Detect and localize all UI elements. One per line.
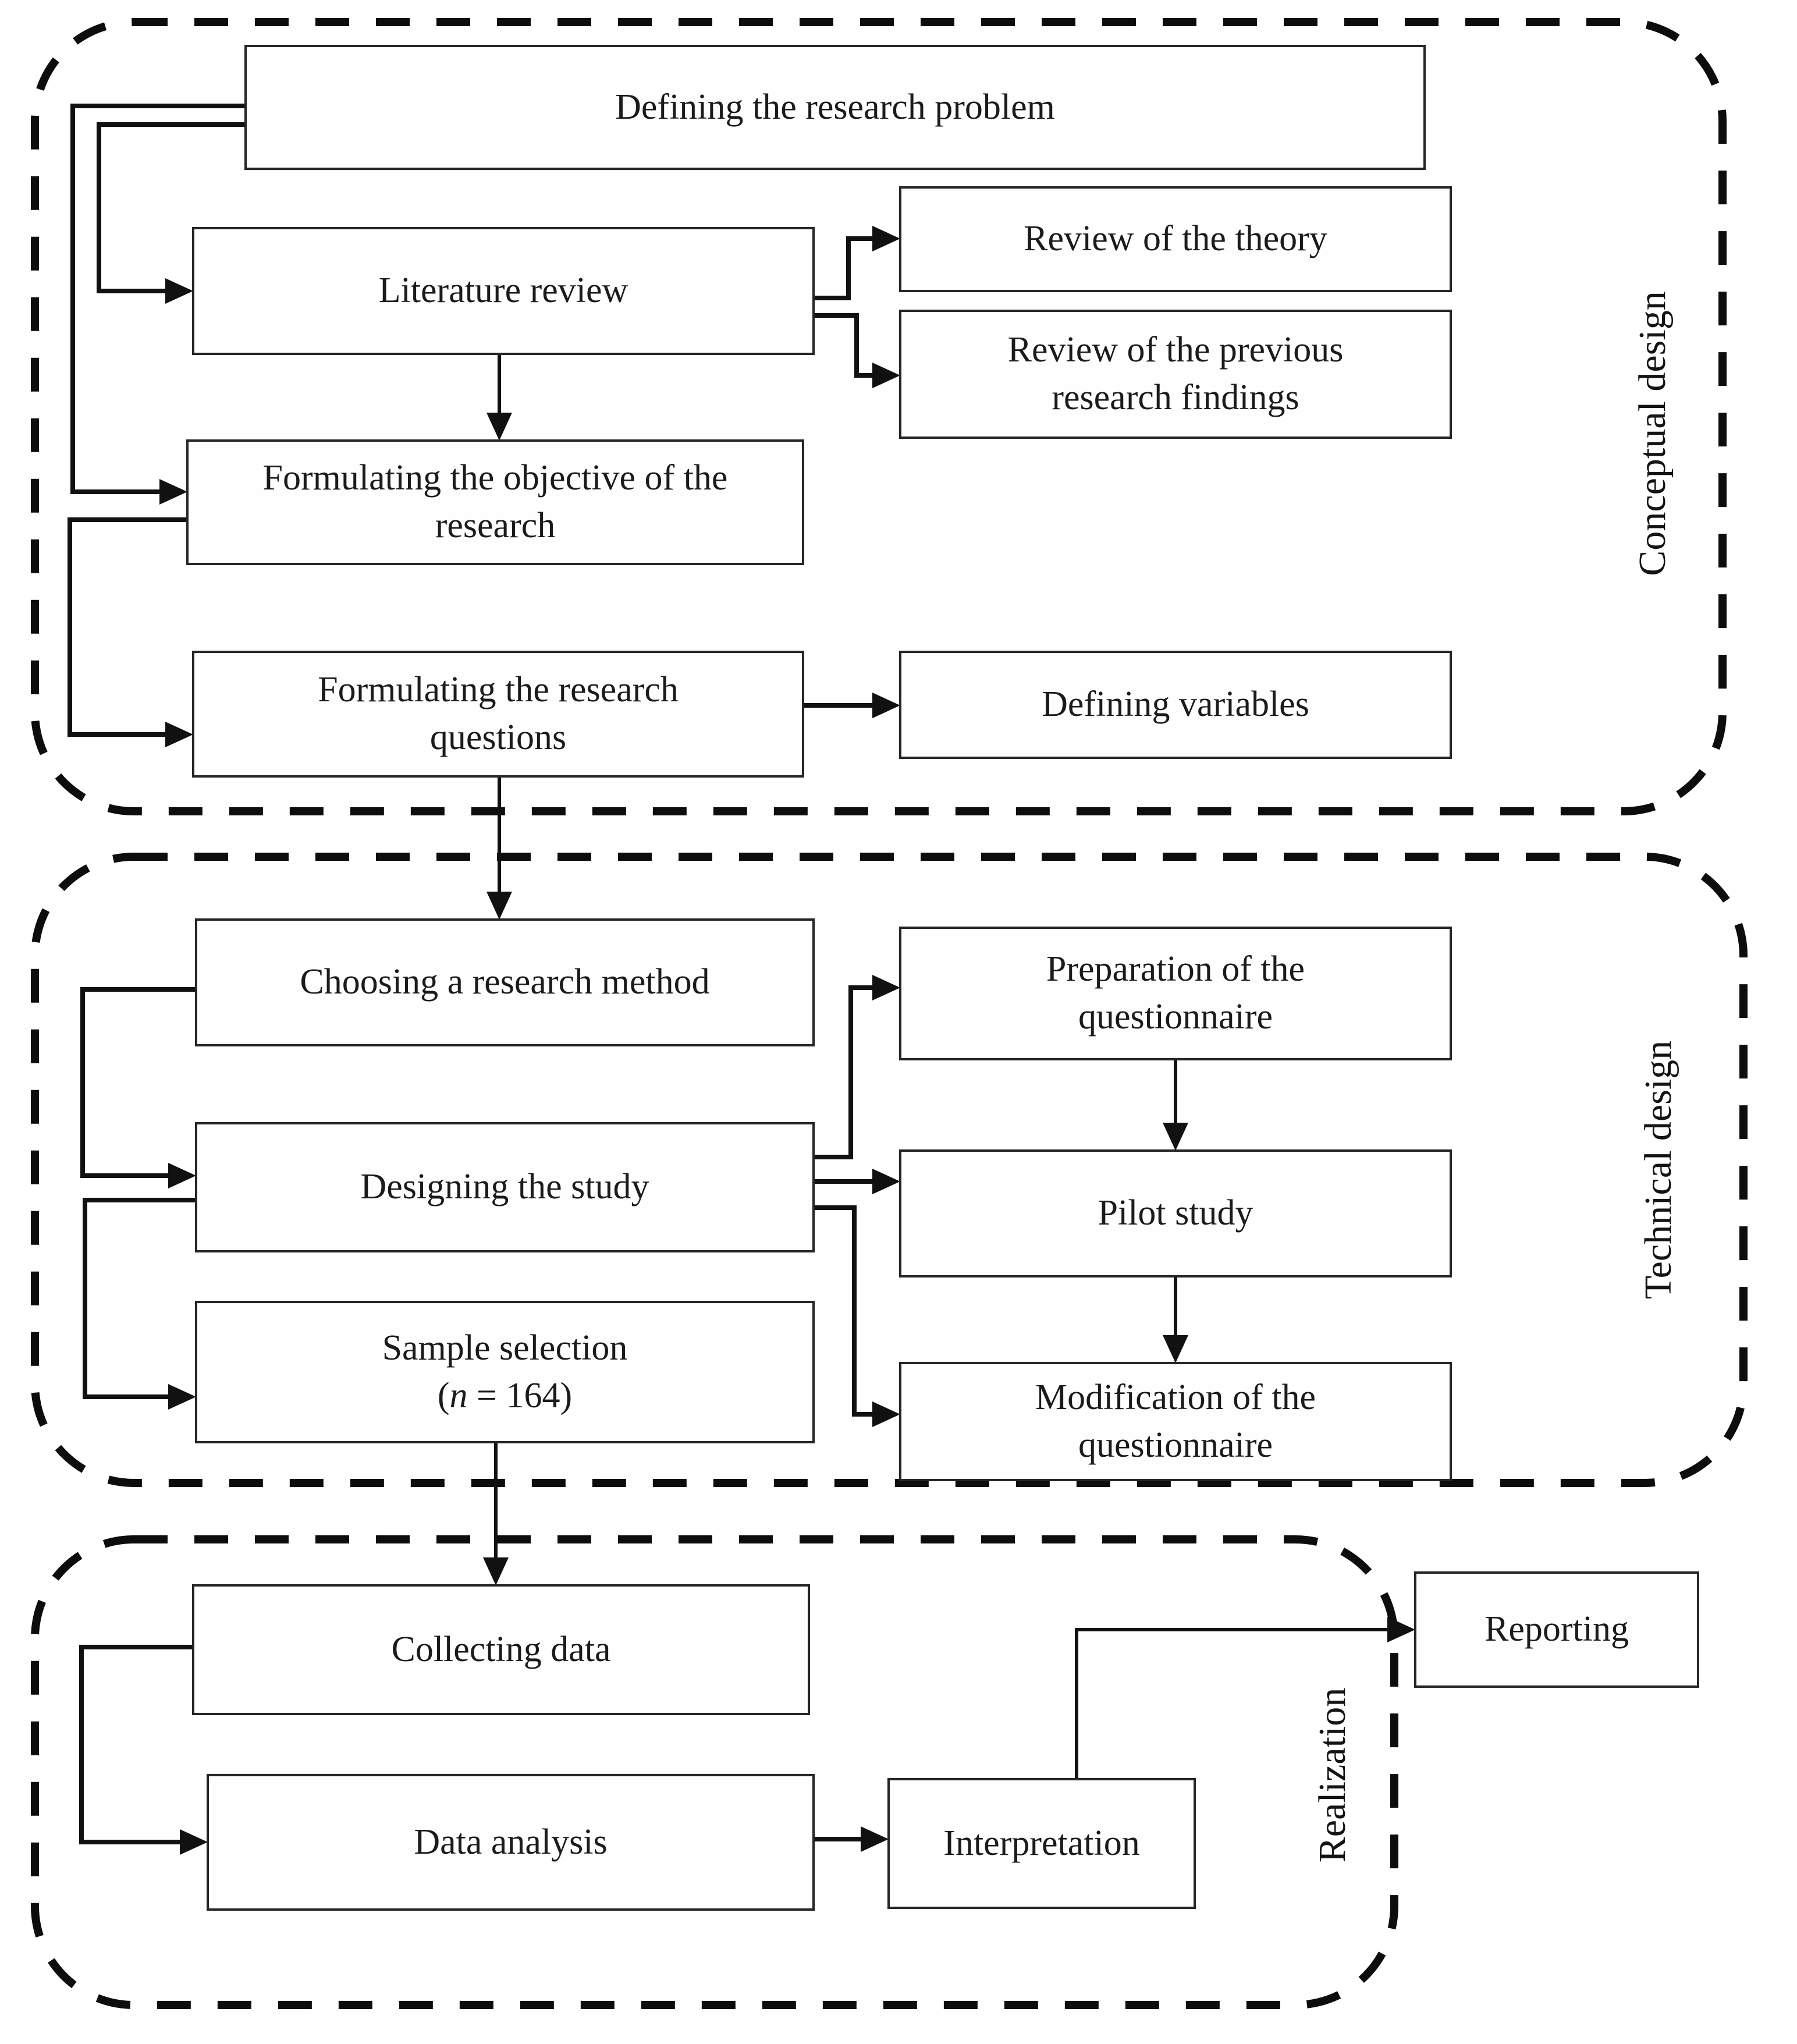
connector-designing-to-preparation [815, 975, 900, 1159]
sample-selection-line1: Sample selection [382, 1328, 628, 1368]
connector-choosing-to-designing [80, 987, 196, 1188]
box-defining-research-problem: Defining the research problem [244, 45, 1426, 170]
connector-defining-to-objective [70, 104, 244, 505]
section-label-conceptual-design: Conceptual design [1631, 291, 1674, 576]
box-review-of-theory-label: Review of the theory [1024, 219, 1327, 259]
box-modification-questionnaire-label: Modification of the questionnaire [1035, 1377, 1316, 1465]
box-pilot-study-label: Pilot study [1098, 1193, 1253, 1233]
box-review-previous-findings-label: Review of the previous research findings [1007, 330, 1344, 417]
box-collecting-data: Collecting data [192, 1584, 810, 1715]
connector-interpretation-to-reporting [1075, 1617, 1415, 1778]
box-formulating-objective: Formulating the objective of the researc… [186, 439, 804, 565]
box-defining-variables: Defining variables [899, 651, 1452, 759]
connector-designing-to-modification [815, 1205, 900, 1427]
technical-design-container [31, 853, 1748, 1487]
box-data-analysis: Data analysis [207, 1774, 815, 1911]
box-literature-review-label: Literature review [378, 271, 628, 311]
box-data-analysis-label: Data analysis [414, 1822, 608, 1862]
box-review-of-theory: Review of the theory [899, 186, 1452, 292]
realization-container [31, 1535, 1398, 2009]
box-defining-variables-label: Defining variables [1042, 684, 1309, 725]
box-preparation-questionnaire: Preparation of the questionnaire [899, 927, 1452, 1060]
box-choosing-research-method-label: Choosing a research method [300, 962, 710, 1002]
box-defining-research-problem-label: Defining the research problem [615, 87, 1055, 127]
section-label-realization: Realization [1311, 1687, 1354, 1863]
conceptual-design-container [31, 18, 1727, 815]
box-designing-study-label: Designing the study [360, 1167, 649, 1207]
sample-selection-line2: (n = 164) [382, 1372, 628, 1420]
box-review-previous-findings: Review of the previous research findings [899, 310, 1452, 439]
box-choosing-research-method: Choosing a research method [195, 918, 815, 1046]
connector-designing-to-sample [83, 1198, 196, 1410]
box-collecting-data-label: Collecting data [391, 1629, 611, 1669]
box-formulating-questions-label: Formulating the research questions [318, 670, 679, 757]
sample-n-italic: n [449, 1375, 468, 1415]
box-sample-selection-label: Sample selection (n = 164) [382, 1277, 628, 1467]
section-label-technical-design: Technical design [1637, 1040, 1679, 1300]
box-preparation-questionnaire-label: Preparation of the questionnaire [1046, 949, 1305, 1037]
box-designing-study: Designing the study [195, 1122, 815, 1252]
box-formulating-questions: Formulating the research questions [192, 651, 804, 778]
sample-value: = 164) [467, 1375, 573, 1415]
connector-objective-to-questions [68, 517, 193, 747]
box-interpretation: Interpretation [887, 1778, 1196, 1909]
box-literature-review: Literature review [192, 227, 815, 355]
connector-defining-to-literature [97, 122, 244, 304]
box-reporting: Reporting [1414, 1571, 1699, 1688]
connector-literature-to-theory-review [815, 226, 900, 300]
box-formulating-objective-label: Formulating the objective of the researc… [262, 458, 728, 545]
box-interpretation-label: Interpretation [943, 1823, 1140, 1863]
connector-collecting-to-data-analysis [79, 1645, 208, 1855]
connector-literature-to-previous-findings [815, 313, 900, 388]
box-pilot-study: Pilot study [899, 1149, 1452, 1278]
box-reporting-label: Reporting [1485, 1609, 1629, 1649]
box-sample-selection: Sample selection (n = 164) [195, 1301, 815, 1443]
box-modification-questionnaire: Modification of the questionnaire [899, 1362, 1452, 1481]
sample-paren-open: ( [437, 1375, 450, 1415]
